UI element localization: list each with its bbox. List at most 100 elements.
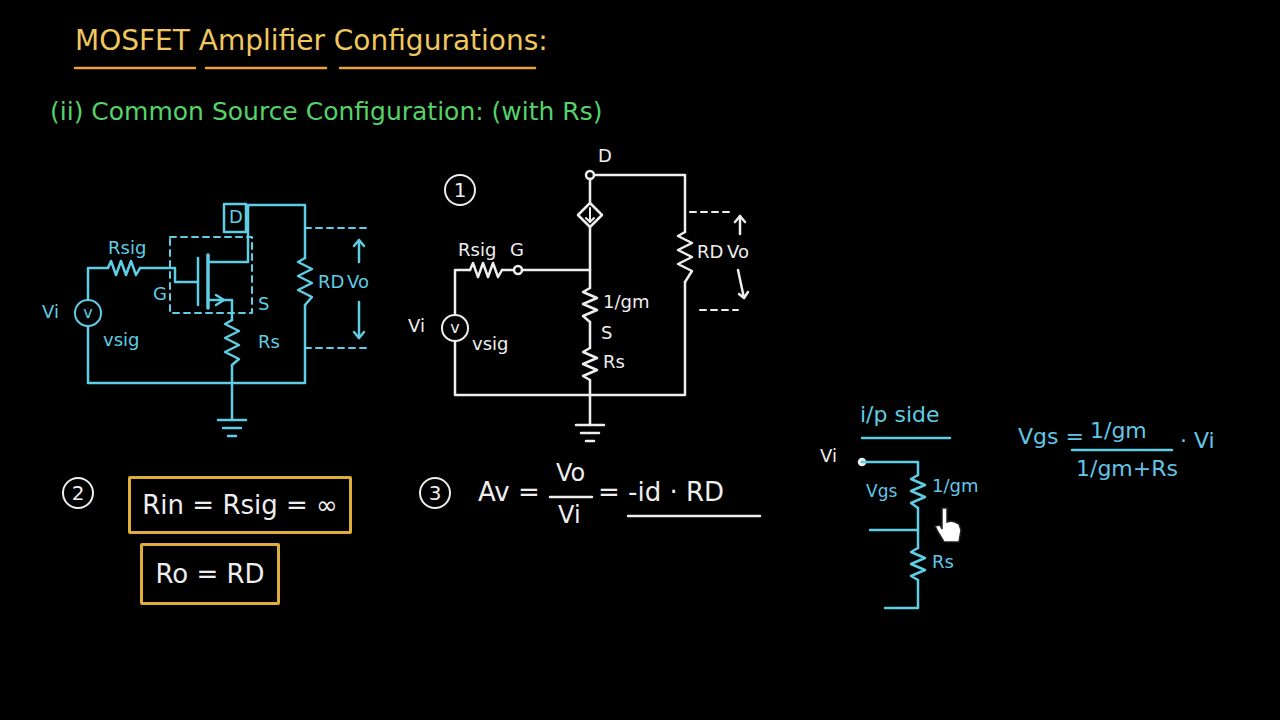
pin-name: D — [598, 146, 612, 167]
resistor-symbol — [678, 232, 692, 282]
signal-name: vsig — [103, 330, 139, 351]
underline — [862, 437, 950, 440]
formula-text: 1/gm+Rs — [1076, 456, 1178, 481]
result-box: Ro = RD — [140, 543, 280, 605]
ground-symbol — [218, 419, 246, 422]
arrow-head — [735, 216, 745, 222]
node-text: 3 — [429, 482, 442, 504]
arrow-symbol — [216, 295, 224, 305]
component-label: Rs — [603, 352, 625, 373]
step-number: 1 — [444, 174, 476, 206]
signal-name: Vi — [42, 302, 59, 323]
formula-text: Vgs = — [1018, 424, 1084, 449]
fraction-bar — [1072, 449, 1172, 452]
arrow-head — [586, 218, 594, 222]
arrow-line — [358, 240, 361, 262]
dashed-line — [305, 347, 368, 349]
resistor-symbol — [583, 288, 597, 322]
node-text: v — [450, 319, 459, 337]
wire — [231, 365, 234, 383]
pin-name: G — [510, 240, 524, 261]
component-label: Rs — [258, 332, 280, 353]
wire — [455, 270, 470, 315]
hand-cursor — [935, 508, 961, 542]
page-title: MOSFET Amplifier Configurations: — [75, 25, 548, 57]
arrow-head — [739, 292, 748, 298]
wire — [589, 322, 592, 348]
gate-plate — [197, 258, 200, 305]
resistor-symbol — [108, 261, 140, 275]
wire — [594, 175, 685, 232]
step-number: 3 — [419, 477, 451, 509]
underline — [628, 515, 760, 518]
step-number: 2 — [62, 477, 94, 509]
arrow-head — [354, 240, 364, 246]
wire — [862, 462, 918, 475]
arrow-line — [358, 302, 361, 338]
component-label: RD — [697, 242, 723, 263]
voltage-source: v — [441, 314, 469, 342]
dashed-line — [690, 211, 730, 213]
formula-text: Vo — [556, 460, 585, 488]
component-label: Rsig — [458, 240, 496, 261]
dependent-source — [578, 203, 602, 227]
pin-name: D — [229, 207, 243, 228]
side-heading: i/p side — [860, 402, 940, 427]
wire — [870, 529, 918, 532]
fraction-bar — [550, 496, 592, 499]
signal-name: Vgs — [866, 482, 897, 502]
wire — [589, 380, 592, 425]
result-box: Rin = Rsig = ∞ — [128, 476, 352, 534]
underline — [206, 67, 326, 70]
component-label: 1/gm — [603, 292, 649, 313]
title-underlines — [75, 67, 535, 70]
signal-name: Vi — [408, 316, 425, 337]
wire — [522, 269, 590, 272]
pin-name: S — [601, 323, 612, 344]
resistor-symbol — [470, 263, 502, 277]
section-heading: (ii) Common Source Configuration: (with … — [50, 98, 603, 127]
underline — [75, 67, 195, 70]
signal-name: Vo — [727, 242, 749, 263]
resistor-symbol — [298, 258, 312, 305]
wire — [589, 227, 592, 288]
ground-symbol — [223, 427, 241, 430]
component-label: RD — [318, 272, 344, 293]
dashed-line — [305, 227, 368, 229]
signal-name: Vi — [820, 446, 837, 467]
dashed-line — [700, 309, 738, 311]
underline — [340, 67, 535, 70]
node-text: Ro = RD — [155, 560, 264, 589]
formula-text: Av = — [478, 478, 540, 508]
signal-name: Vo — [347, 272, 369, 293]
wire — [88, 268, 108, 300]
component-label: Rs — [932, 552, 954, 573]
component-label: Rsig — [108, 238, 146, 259]
pin-name: S — [258, 294, 269, 315]
node-text: 1 — [454, 179, 467, 201]
wire — [502, 269, 514, 272]
resistor-symbol — [911, 548, 925, 580]
wire — [455, 282, 685, 395]
wire — [885, 580, 918, 608]
ground-symbol — [576, 424, 604, 427]
component-label: 1/gm — [932, 476, 978, 497]
ground-symbol — [581, 432, 599, 435]
pin-name: G — [153, 284, 167, 305]
node-text: 2 — [72, 482, 85, 504]
node-text: v — [83, 304, 92, 322]
left-circuit — [88, 204, 368, 436]
formula-text: · Vi — [1180, 428, 1215, 453]
formula-text: 1/gm — [1090, 418, 1147, 443]
voltage-source: v — [74, 299, 102, 327]
ground-symbol — [228, 435, 236, 438]
resistor-symbol — [225, 320, 239, 365]
node-text: Rin = Rsig = ∞ — [142, 491, 337, 520]
wire — [917, 508, 920, 548]
resistor-symbol — [911, 475, 925, 508]
formula-text: = -id · RD — [598, 478, 724, 508]
drain-box — [224, 204, 246, 232]
wire — [88, 305, 305, 383]
dashed-outline — [170, 237, 252, 313]
wire — [231, 383, 234, 420]
